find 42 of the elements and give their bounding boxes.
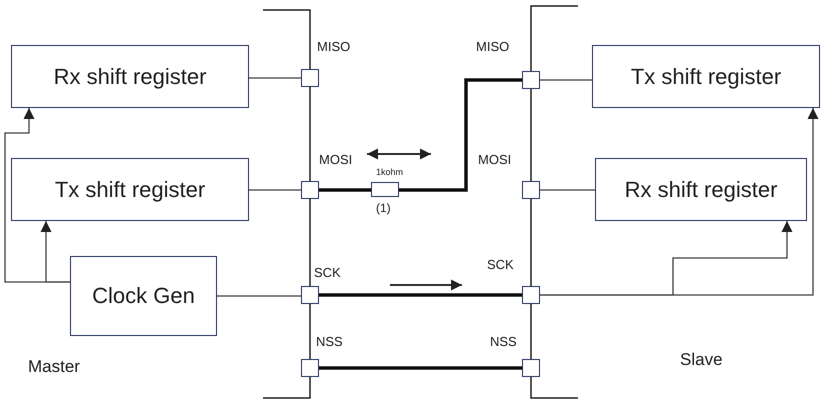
pin-label: NSS bbox=[490, 335, 517, 348]
pin-label: MOSI bbox=[478, 153, 512, 166]
pin-label: MISO bbox=[317, 40, 350, 53]
footnote-mark: (1) bbox=[376, 202, 391, 214]
pin-terminal bbox=[301, 359, 319, 377]
connector-line bbox=[540, 189, 595, 191]
pin-terminal bbox=[522, 71, 540, 89]
arrow bbox=[40, 221, 70, 283]
signal-wire bbox=[319, 293, 522, 297]
connector-line bbox=[249, 189, 301, 191]
resistor-value: 1kohm bbox=[376, 168, 404, 177]
register-box bbox=[70, 256, 217, 336]
register-label: Tx shift register bbox=[54, 176, 206, 202]
arrow bbox=[540, 221, 792, 296]
side-label: Master bbox=[28, 358, 80, 375]
pin-label: MISO bbox=[476, 40, 510, 53]
pin-terminal bbox=[522, 359, 540, 377]
register-label: Rx shift register bbox=[54, 64, 206, 90]
resistor-symbol bbox=[371, 182, 399, 197]
register-label: Tx shift register bbox=[630, 64, 782, 90]
connector-line bbox=[540, 79, 592, 81]
side-label: Slave bbox=[680, 351, 723, 368]
register-box bbox=[595, 158, 807, 221]
pin-label: NSS bbox=[316, 335, 343, 348]
register-box bbox=[11, 158, 249, 221]
pin-terminal bbox=[301, 69, 319, 87]
pin-terminal bbox=[301, 286, 319, 304]
signal-wire bbox=[399, 78, 522, 192]
signal-wire bbox=[319, 188, 371, 192]
connector-line bbox=[249, 77, 301, 79]
register-box bbox=[11, 45, 249, 108]
pin-label: SCK bbox=[314, 266, 341, 279]
pin-label: MOSI bbox=[319, 153, 352, 166]
pin-label: SCK bbox=[487, 258, 514, 271]
signal-wire bbox=[319, 366, 522, 370]
register-box bbox=[592, 45, 820, 108]
pin-terminal bbox=[522, 181, 540, 199]
register-label: Rx shift register bbox=[624, 176, 778, 202]
pin-terminal bbox=[301, 181, 319, 199]
connector-line bbox=[217, 295, 301, 297]
register-label: Clock Gen bbox=[92, 283, 195, 309]
pin-terminal bbox=[522, 286, 540, 304]
